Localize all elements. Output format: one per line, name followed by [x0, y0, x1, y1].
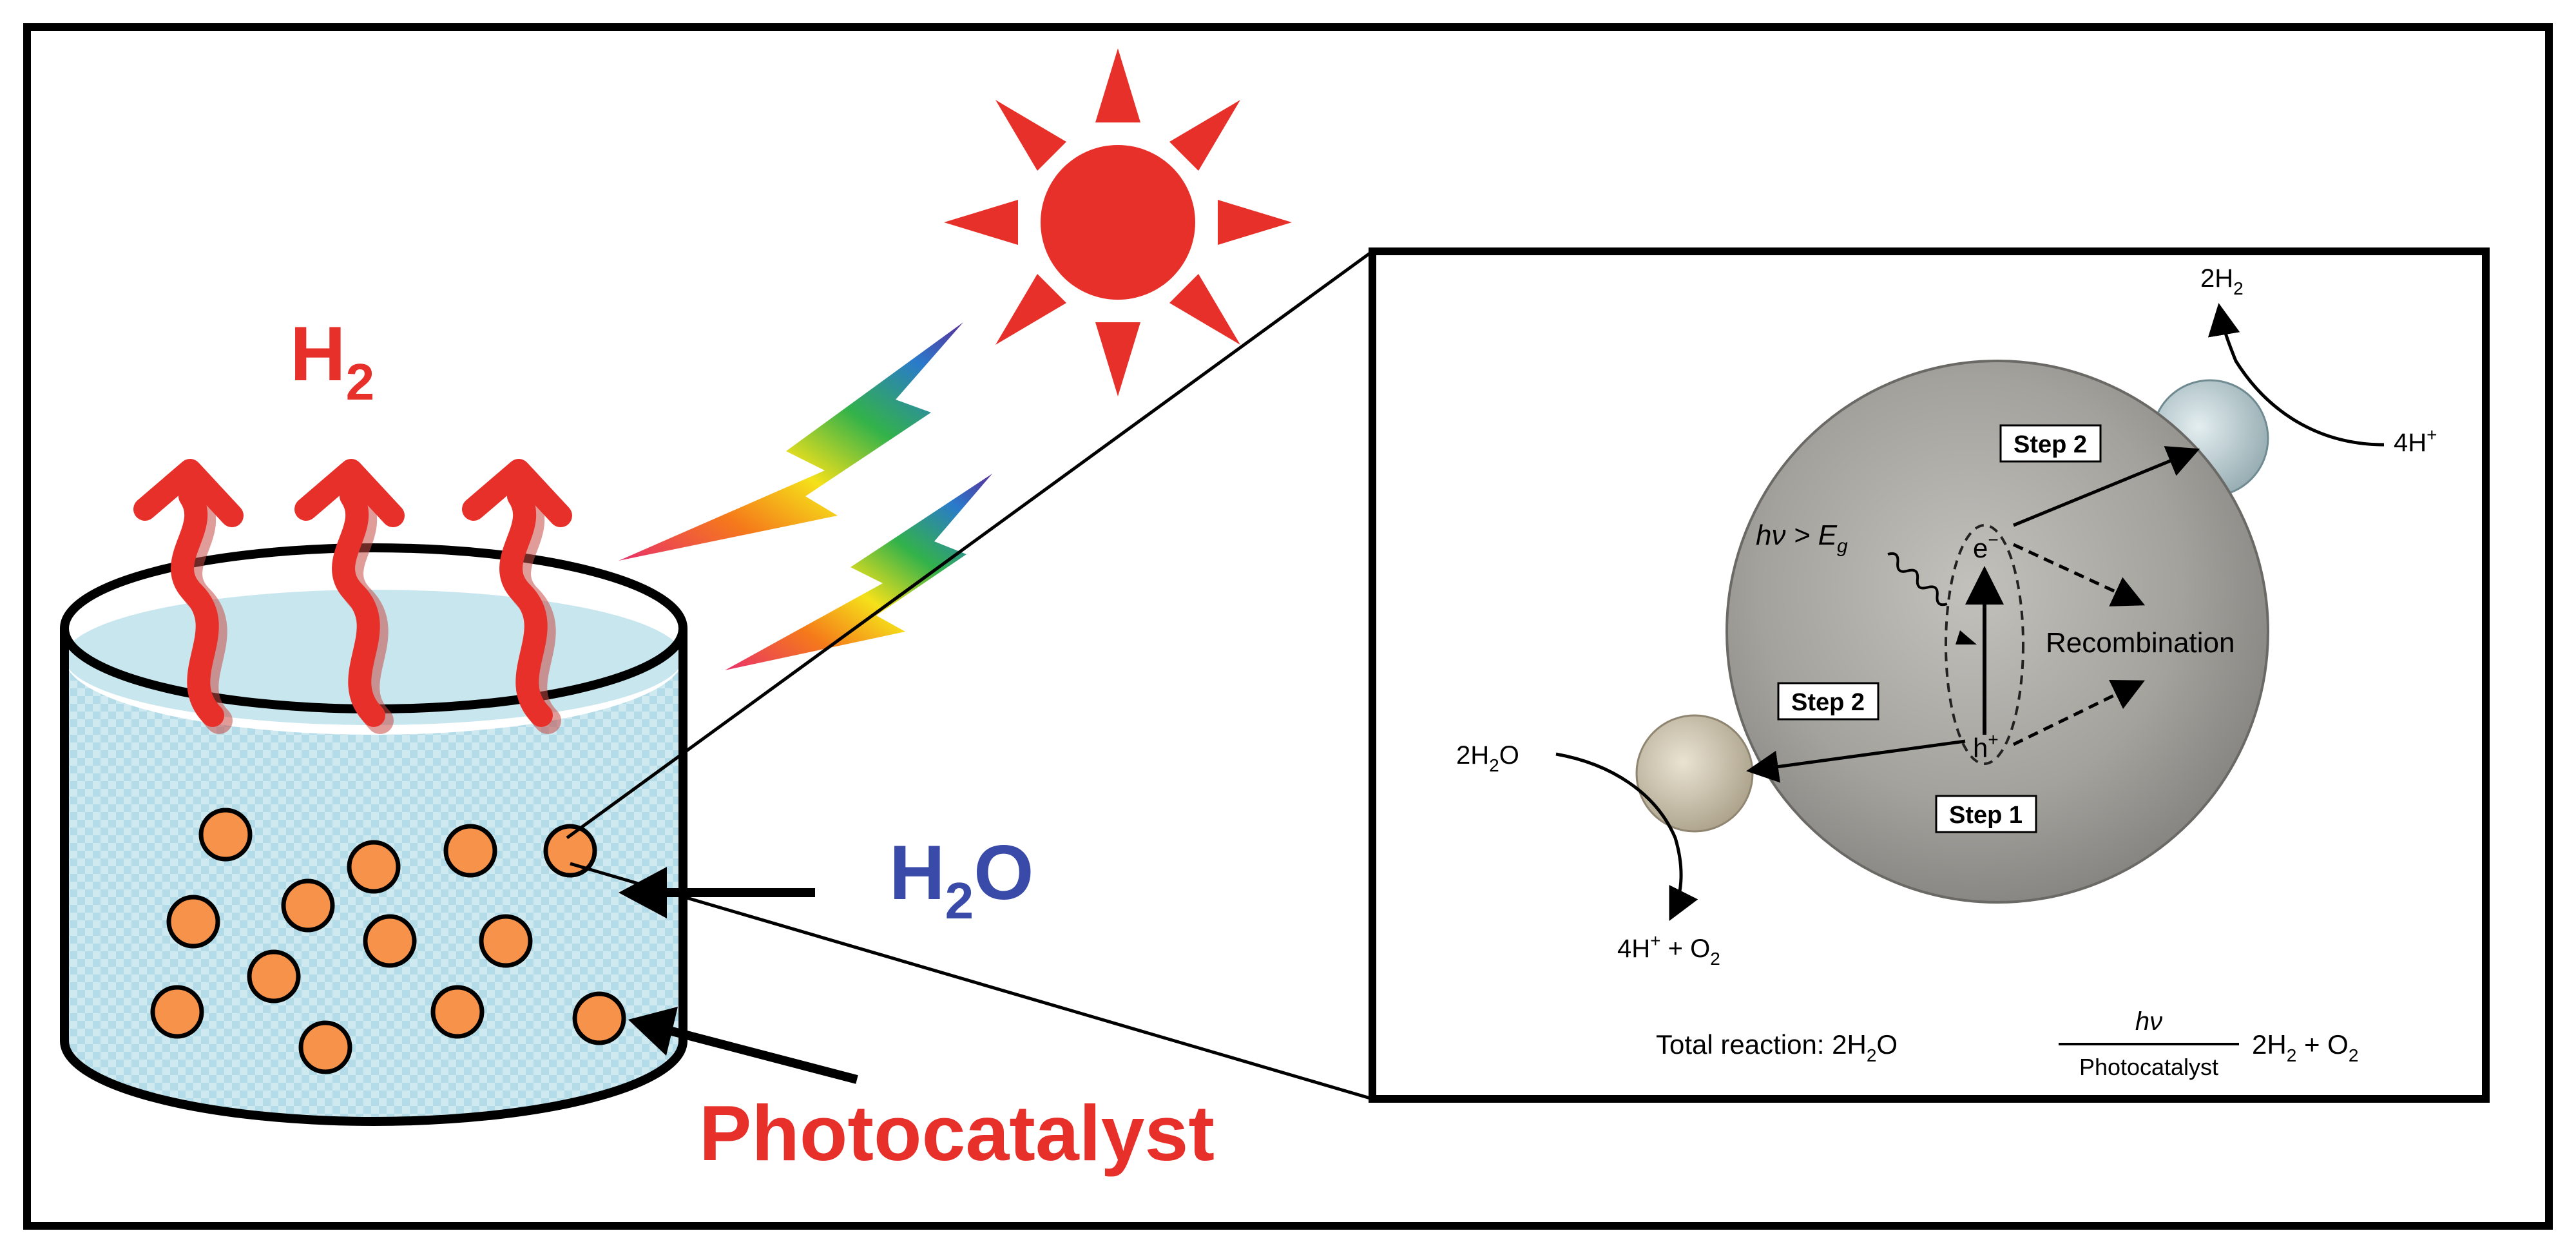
total-reaction-frac-bottom: Photocatalyst — [2079, 1054, 2218, 1080]
top-product-label: 2H2 — [2200, 264, 2244, 298]
light-bolt-lower — [725, 474, 992, 670]
top-reactant-label: 4H+ — [2394, 425, 2437, 457]
step1-label: Step 1 — [1949, 802, 2023, 829]
recombination-label: Recombination — [2046, 627, 2235, 659]
step2-top-label: Step 2 — [2014, 431, 2087, 458]
h2o-label: H2O — [889, 829, 1034, 929]
photon-energy-label: hν > Eg — [1756, 519, 1848, 557]
hole-label: h+ — [1973, 730, 1999, 763]
total-reaction: Total reaction: 2H2O hν Photocatalyst 2H… — [1656, 1007, 2358, 1080]
h2-arrow-1 — [133, 459, 244, 734]
step2-left-box — [1777, 682, 1879, 721]
step2-top-box — [1999, 424, 2102, 463]
oxygen-evolution-arrow — [1555, 752, 1698, 921]
semiconductor-particle — [1725, 360, 2269, 904]
total-reaction-frac-top: hν — [2135, 1007, 2162, 1036]
cocatalyst-left — [1635, 714, 1754, 833]
recombination-arrow-top — [2012, 543, 2146, 606]
h2-arrow-2 — [294, 459, 405, 734]
step2-hole-arrow — [1746, 739, 1966, 783]
h2-label: H2 — [290, 311, 374, 411]
light-bolt-upper — [619, 322, 963, 561]
sun-icon — [944, 48, 1292, 396]
hydrogen-evolution-arrow — [2207, 303, 2385, 447]
step2-electron-arrow — [2013, 446, 2200, 527]
photocatalyst-label: Photocatalyst — [699, 1089, 1215, 1177]
left-product-label: 4H+ + O2 — [1617, 931, 1720, 969]
photon-wave — [1887, 552, 1948, 606]
light-rays — [619, 322, 992, 670]
step1-box — [1935, 795, 2037, 833]
step2-left-label: Step 2 — [1791, 689, 1865, 716]
charge-pair-ellipse — [1945, 524, 2024, 765]
total-reaction-left: Total reaction: 2H2O — [1656, 1029, 1898, 1065]
h2-bubble-arrows — [133, 459, 572, 734]
electron-label: e− — [1973, 530, 1999, 563]
recombination-arrow-bottom — [2012, 680, 2145, 746]
h2-arrow-3 — [462, 459, 572, 734]
photocatalyst-particles — [150, 808, 626, 1074]
mechanism-inset: e− h+ hν > Eg Recombination Step 2 Step … — [1369, 247, 2490, 1103]
zoom-lines — [566, 249, 1374, 1101]
h2o-pointer-arrow — [619, 867, 815, 918]
photon-wave-head — [1956, 630, 1977, 645]
left-reactant-label: 2H2O — [1456, 741, 1519, 775]
total-reaction-right: 2H2 + O2 — [2252, 1029, 2358, 1065]
photocatalyst-pointer-arrow — [628, 1007, 858, 1084]
